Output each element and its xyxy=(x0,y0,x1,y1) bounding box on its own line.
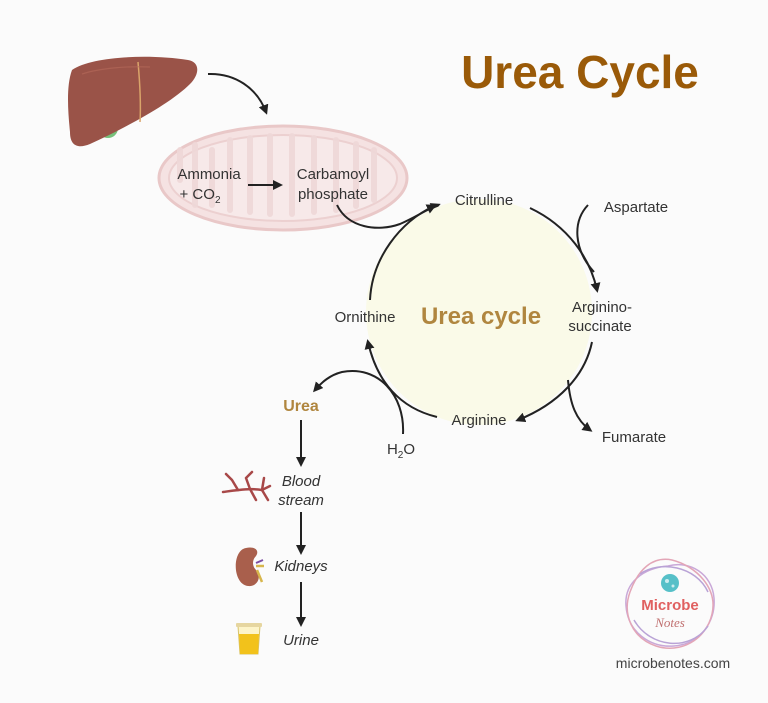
fumarate-label: Fumarate xyxy=(602,429,666,446)
kidney-icon xyxy=(235,547,264,587)
mitochondrion-icon xyxy=(157,124,409,232)
logo-text-notes: Notes xyxy=(654,615,685,630)
fumarate-output-arrow xyxy=(567,379,593,432)
carbamoyl-label: Carbamoyl xyxy=(297,166,370,183)
cycle-circle xyxy=(366,199,592,425)
ornithine-to-citrulline-arrow xyxy=(369,204,437,301)
citrulline-to-argininosuccinate-arrow xyxy=(529,207,601,293)
microbe-notes-logo: Microbe Notes xyxy=(625,558,715,649)
blood-label-2: stream xyxy=(278,492,324,509)
aspartate-input-arrow xyxy=(576,204,595,273)
water-label: H2O xyxy=(387,441,415,461)
page-title: Urea Cycle xyxy=(461,46,699,98)
kidneys-label: Kidneys xyxy=(274,558,328,575)
liver-to-mitochondrion-arrow xyxy=(207,72,269,115)
cycle-center-label: Urea cycle xyxy=(421,303,541,330)
website-label: microbenotes.com xyxy=(616,655,730,671)
argininosuccinate-to-arginine-arrow xyxy=(515,341,593,423)
urine-cup-icon xyxy=(236,623,262,655)
argininosuccinate-label-2: succinate xyxy=(568,318,631,335)
liver-icon xyxy=(68,56,198,147)
citrulline-label: Citrulline xyxy=(455,192,513,209)
urea-label: Urea xyxy=(283,398,319,415)
ammonia-label: Ammonia xyxy=(177,166,241,183)
logo-text-microbe: Microbe xyxy=(641,597,699,614)
urine-label: Urine xyxy=(283,632,319,649)
arginine-label: Arginine xyxy=(451,412,506,429)
blood-vessel-icon xyxy=(221,470,272,502)
co2-label: + CO2 xyxy=(180,186,221,206)
ornithine-label: Ornithine xyxy=(335,309,396,326)
aspartate-label: Aspartate xyxy=(604,199,668,216)
blood-label-1: Blood xyxy=(282,473,321,490)
arginine-to-urea-arrow xyxy=(313,369,405,435)
argininosuccinate-label-1: Arginino- xyxy=(572,299,632,316)
phosphate-label: phosphate xyxy=(298,186,368,203)
